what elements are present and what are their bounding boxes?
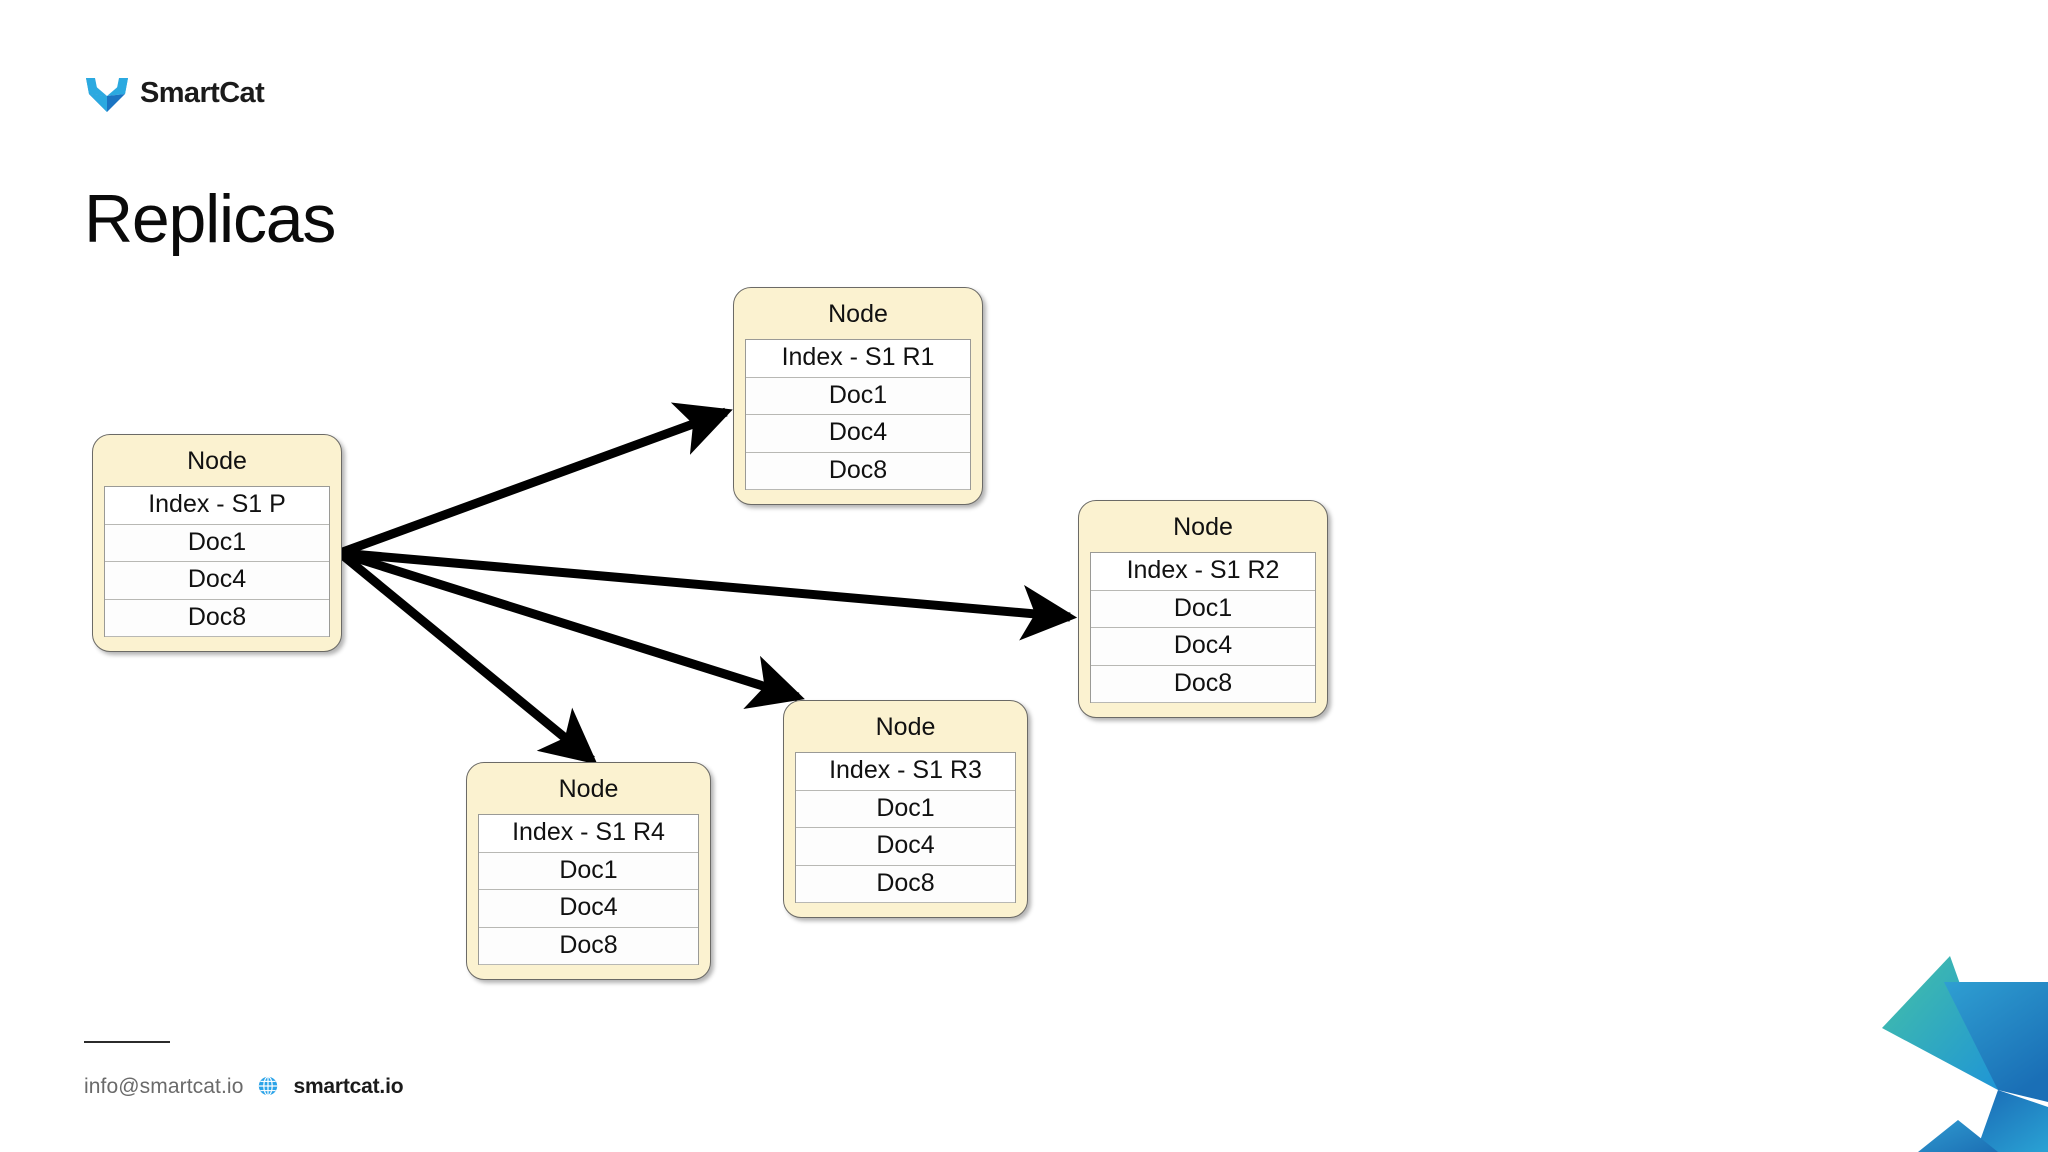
- document-row: Doc8: [479, 927, 698, 966]
- document-row: Doc8: [746, 452, 970, 491]
- footer-website[interactable]: smartcat.io: [293, 1074, 404, 1098]
- shard-header-row: Index - S1 R2: [1091, 553, 1315, 591]
- globe-icon: [259, 1076, 278, 1096]
- document-row: Doc1: [746, 377, 970, 416]
- footer: info@smartcat.io smartcat.io: [84, 1074, 404, 1098]
- document-row: Doc8: [796, 865, 1015, 904]
- brand-wordmark: SmartCat: [140, 76, 265, 109]
- replication-arrow-primary-to-replica-4: [337, 549, 598, 765]
- node-title: Node: [828, 300, 888, 328]
- replication-arrow-primary-to-replica-1: [338, 402, 733, 558]
- shard-header-row: Index - S1 R1: [746, 340, 970, 378]
- document-row: Doc4: [479, 890, 698, 928]
- node-title: Node: [558, 775, 619, 803]
- replication-arrow-primary-to-replica-2: [339, 548, 1078, 641]
- footer-divider: [84, 1041, 170, 1043]
- document-row: Doc1: [479, 852, 698, 891]
- brand-logo: SmartCat: [84, 72, 265, 114]
- page-title: Replicas: [84, 181, 336, 257]
- shard-header-row: Index - S1 R3: [796, 753, 1015, 791]
- document-row: Doc4: [1091, 628, 1315, 666]
- footer-email[interactable]: info@smartcat.io: [84, 1074, 244, 1098]
- document-row: Doc8: [1091, 665, 1315, 704]
- corner-triangles-decoration: [1882, 956, 2048, 1152]
- node-title: Node: [1173, 513, 1233, 541]
- shard-header-row: Index - S1 R4: [479, 815, 698, 853]
- node-title: Node: [875, 713, 936, 741]
- document-row: Doc8: [105, 599, 329, 638]
- document-row: Doc1: [796, 790, 1015, 829]
- node-title: Node: [187, 447, 247, 475]
- document-row: Doc1: [1091, 590, 1315, 629]
- document-row: Doc4: [796, 828, 1015, 866]
- document-row: Doc4: [746, 415, 970, 453]
- document-row: Doc4: [105, 562, 329, 600]
- smartcat-origami-cat-icon: [86, 78, 128, 112]
- document-row: Doc1: [105, 524, 329, 563]
- replication-arrow-primary-to-replica-3: [338, 548, 805, 710]
- shard-header-row: Index - S1 P: [105, 487, 329, 525]
